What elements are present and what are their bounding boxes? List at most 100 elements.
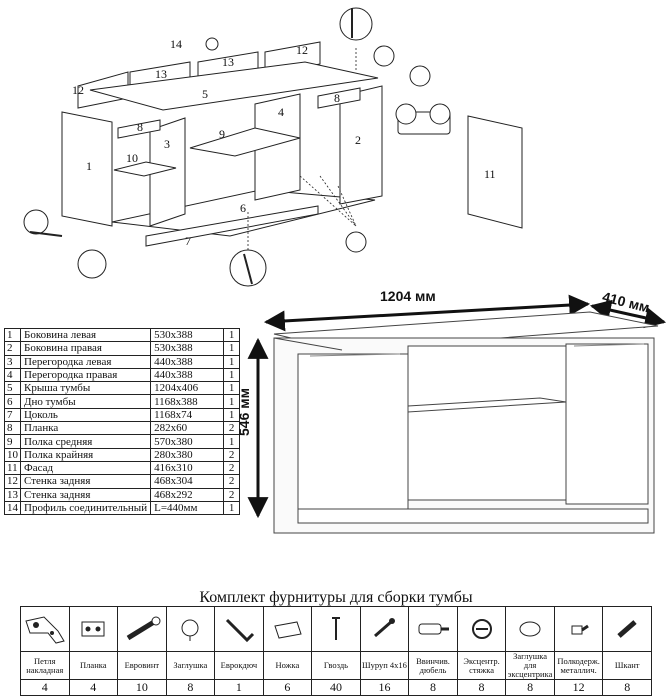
kit-item-count: 8 xyxy=(456,679,507,696)
wood-dowel-icon xyxy=(603,614,651,644)
plinth-strip xyxy=(297,508,649,524)
hex-key-icon xyxy=(215,614,263,644)
kit-item-icon-cell xyxy=(505,606,555,652)
kit-item-label: Шуруп 4x16 xyxy=(359,651,410,680)
callout-13-left: 13 xyxy=(155,67,167,81)
part-name: Боковина правая xyxy=(19,341,152,356)
kit-item-label: Ножка xyxy=(262,651,313,680)
kit-item-label: Шкант xyxy=(602,651,652,680)
right-door xyxy=(565,343,649,505)
kit-item-icon-cell xyxy=(359,606,410,652)
kit-item-label: Заглушка для эксцентрика xyxy=(505,651,555,680)
part-quantity: 2 xyxy=(223,421,241,436)
hinge-icon xyxy=(21,611,69,647)
part-number: 8 xyxy=(4,421,21,436)
nail-icon xyxy=(312,614,360,644)
part-dimensions: 530x388 xyxy=(150,341,225,356)
part-number: 10 xyxy=(4,447,21,462)
kit-item-label: Петля накладная xyxy=(20,651,70,680)
cam-lock-icon xyxy=(458,614,506,644)
cabinet-dimension-view xyxy=(247,294,667,534)
kit-item-icon-cell xyxy=(602,606,652,652)
callout-3: 3 xyxy=(164,137,170,151)
kit-item-icon-cell xyxy=(165,606,216,652)
part-dimensions: 1168x388 xyxy=(150,394,225,409)
shelf-support-icon xyxy=(555,614,603,644)
part-dimensions: 468x292 xyxy=(150,487,225,502)
part-name: Перегородка правая xyxy=(19,367,152,383)
dimension-drawing: 1204 мм 410 мм 546 мм xyxy=(236,282,672,537)
part-quantity: 1 xyxy=(223,434,241,449)
part-dimensions: 440x388 xyxy=(150,367,225,383)
middle-shelf xyxy=(189,127,301,157)
callout-8-left: 8 xyxy=(137,120,143,134)
part-name: Профиль соединительный xyxy=(19,500,152,516)
part-dimensions: 282x60 xyxy=(150,421,225,436)
part-number: 14 xyxy=(4,500,21,516)
part-name: Полка средняя xyxy=(19,434,152,449)
kit-item-label: Планка xyxy=(68,651,119,680)
kit-item-count: 40 xyxy=(311,679,361,696)
kit-item-label: Заглушка xyxy=(165,651,216,680)
part-number: 12 xyxy=(4,474,21,489)
kit-item-count: 12 xyxy=(553,679,604,696)
dowel-icon xyxy=(409,614,457,644)
plinth xyxy=(145,205,319,247)
kit-item-count: 16 xyxy=(359,679,410,696)
left-door xyxy=(297,353,409,510)
kit-item-count: 8 xyxy=(408,679,458,696)
callout-12-left: 12 xyxy=(72,83,84,97)
callout-14: 14 xyxy=(170,37,182,51)
callout-4: 4 xyxy=(278,105,284,119)
kit-item-icon-cell xyxy=(311,606,361,652)
part-dimensions: 1168x74 xyxy=(150,407,225,423)
middle-shelf-line xyxy=(407,397,567,413)
kit-item-icon-cell xyxy=(553,606,604,652)
kit-item-count: 4 xyxy=(20,679,70,696)
part-name: Крыша тумбы xyxy=(19,381,152,396)
kit-item-icon-cell xyxy=(68,606,119,652)
callout-11: 11 xyxy=(484,167,496,181)
width-dimension-label: 1204 мм xyxy=(380,288,436,304)
side-shelf xyxy=(113,161,177,177)
part-dimensions: 440x388 xyxy=(150,354,225,369)
part-name: Полка крайняя xyxy=(19,447,152,462)
kit-item-icon-cell xyxy=(408,606,458,652)
part-quantity: 2 xyxy=(223,474,241,489)
exploded-assembly-drawing xyxy=(23,7,523,287)
kit-item-count: 8 xyxy=(505,679,555,696)
callout-7: 7 xyxy=(185,234,191,248)
part-quantity: 1 xyxy=(223,327,241,343)
left-side-panel xyxy=(61,111,113,227)
part-name: Цоколь xyxy=(19,407,152,423)
callout-2: 2 xyxy=(355,133,361,147)
kit-item-icon-cell xyxy=(456,606,507,652)
part-number: 5 xyxy=(4,381,21,396)
kit-item-label: Эксцентр. стяжка xyxy=(456,651,507,680)
part-number: 1 xyxy=(4,327,21,343)
part-quantity: 1 xyxy=(223,354,241,369)
part-dimensions: 570x380 xyxy=(150,434,225,449)
callout-5: 5 xyxy=(202,87,208,101)
kit-item-icon-cell xyxy=(214,606,264,652)
callout-1: 1 xyxy=(86,159,92,173)
kit-item-count: 1 xyxy=(214,679,264,696)
top-panel xyxy=(89,61,379,111)
part-quantity: 1 xyxy=(223,500,241,516)
callout-8-right: 8 xyxy=(334,91,340,105)
right-divider xyxy=(254,93,301,201)
kit-item-count: 10 xyxy=(117,679,167,696)
